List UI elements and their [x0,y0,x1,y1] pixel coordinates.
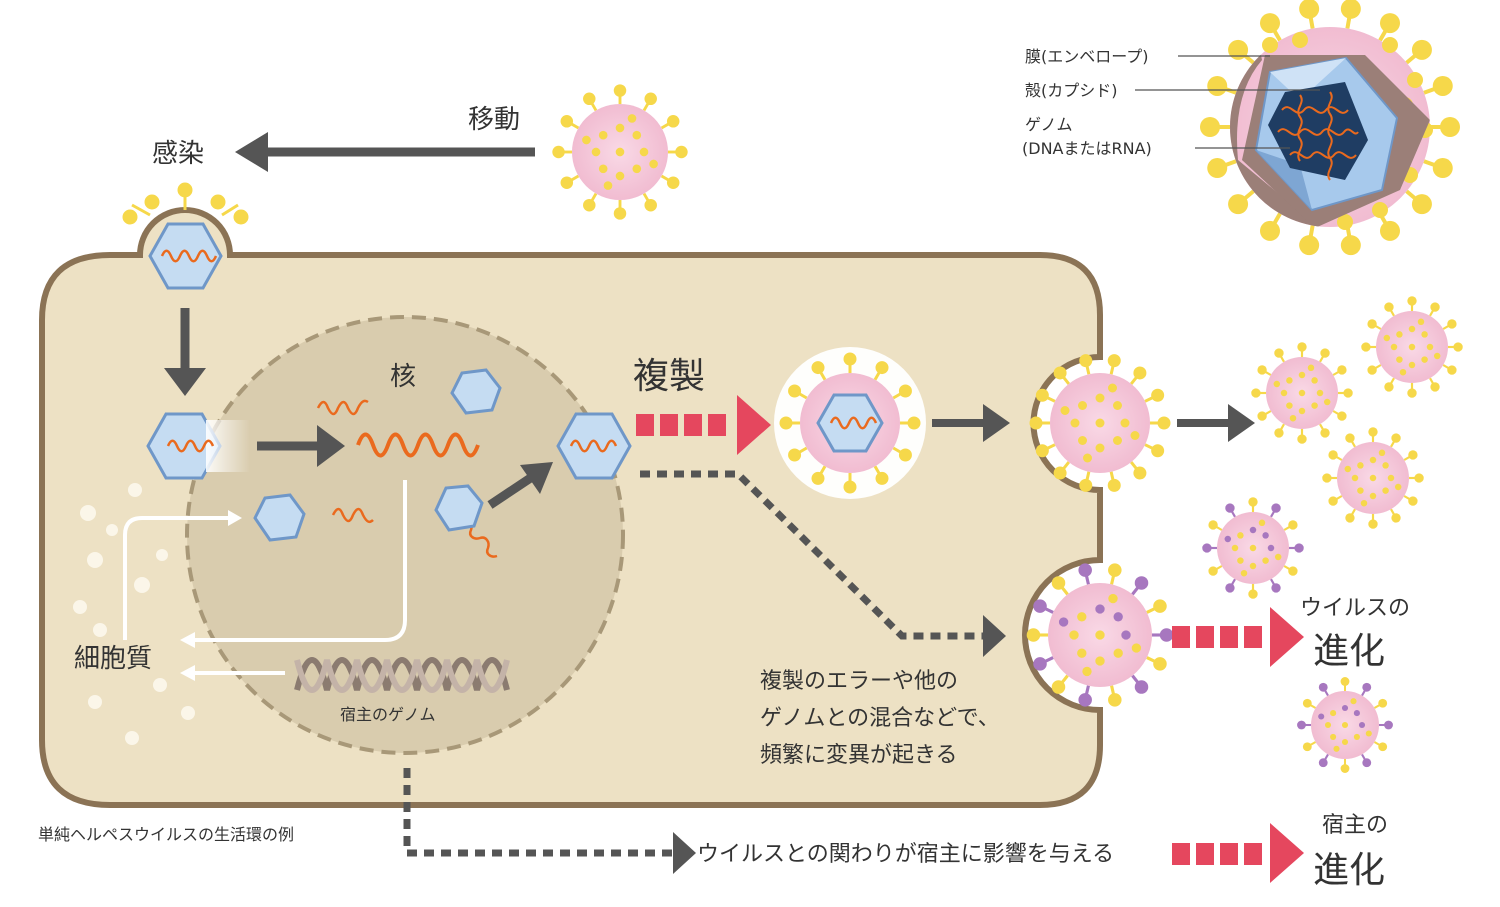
mutated-virus [1297,677,1393,773]
mutation-line-3: 頻繁に変異が起きる [760,743,958,768]
big-virus-spikes [1200,0,1460,256]
viral-genome-fragment [316,399,369,416]
envelope-label: 膜(エンベロープ) [1025,47,1149,66]
budding-virus [1029,354,1171,492]
red-arrows [636,395,1304,883]
virus-particles [552,84,1463,773]
cytoplasm-flow-arrows [123,480,407,681]
assembled-virus [779,352,921,494]
viral-genome-main [356,432,480,458]
mutation-path [640,470,985,640]
capsid-empty [253,493,306,542]
host-evolution-label-bottom: 進化 [1313,850,1385,891]
move-label: 移動 [468,105,520,135]
host-genome-helix [294,657,510,693]
released-virus [1322,427,1424,529]
genome-label: ゲノム [1025,115,1073,134]
capsid-empty [450,368,502,415]
virus-structure-cutaway [1135,0,1460,256]
capsid-replicated [556,412,632,480]
cytoplasm-label: 細胞質 [74,644,152,674]
capsid-label: 殻(カプシド) [1025,81,1118,100]
capsids [146,222,632,542]
released-virus [1251,342,1353,444]
cytoplasm-particles [73,483,195,745]
moving-virus [552,84,688,220]
virus-evolution-label-top: ウイルスの [1300,596,1410,621]
entering-virus-spikes [122,182,249,225]
host-genome-label: 宿主のゲノム [340,705,436,724]
virus-evolution-label-bottom: 進化 [1313,631,1385,672]
mutation-line-2: ゲノムとの混合などで、 [760,706,1000,731]
host-evolution-label-top: 宿主の [1322,813,1388,838]
capsid-assembling [434,484,484,532]
mutation-line-1: 複製のエラーや他の [760,669,958,694]
host-impact-label: ウイルスとの関わりが宿主に影響を与える [697,842,1114,867]
released-virus [1361,296,1463,398]
infection-label: 感染 [152,139,204,169]
capsid-genomes [160,249,618,453]
genome-type-label: (DNAまたはRNA) [1022,139,1152,158]
mutated-budding-virus [1026,563,1174,707]
flow-arrows [164,132,1255,509]
replication-label: 複製 [633,356,705,397]
genome-core [1268,82,1368,180]
mutated-virus [1202,497,1304,599]
labels: 移動 感染 核 複製 細胞質 宿主のゲノム 複製のエラーや他の ゲノムとの混合な… [38,47,1410,891]
host-impact-path [403,768,673,857]
host-impact-arrowhead [673,832,696,874]
nucleus-label: 核 [390,362,416,392]
mutation-arrowhead [983,615,1006,657]
capsid-entering [148,222,223,290]
viral-genome-fragment [331,507,374,524]
caption: 単純ヘルペスウイルスの生活環の例 [38,825,294,844]
